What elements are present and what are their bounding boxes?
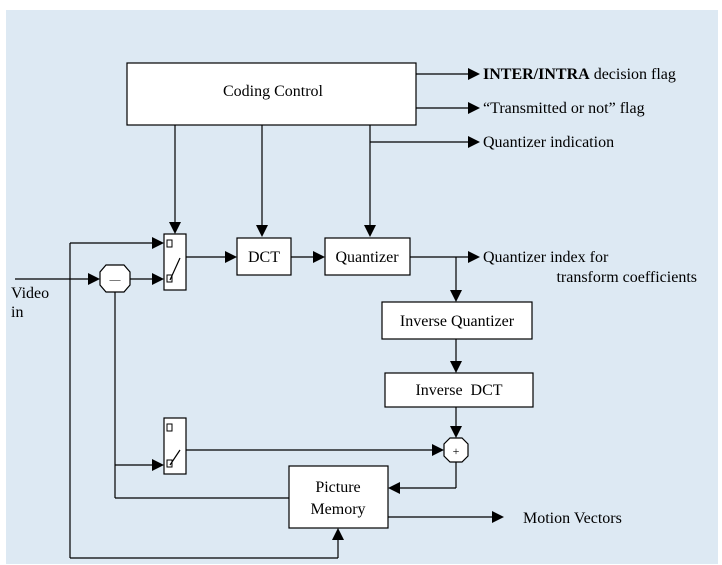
switch-to-dct-arrow bbox=[225, 251, 237, 263]
inter-switch-contact bbox=[166, 274, 173, 283]
quantizer-to-iq-arrow bbox=[450, 290, 462, 302]
subtractor-symbol: — bbox=[109, 274, 122, 286]
intra-switch-contact bbox=[166, 239, 173, 248]
inverse-quantizer-label: Inverse Quantizer bbox=[400, 313, 515, 330]
quantizer-indication-arrow bbox=[468, 136, 480, 148]
transmitted-flag-arrow bbox=[468, 102, 480, 114]
pred-switch-to-adder-arrow bbox=[432, 444, 444, 456]
coding-control-block bbox=[126, 62, 417, 126]
video-in-label-2: in bbox=[11, 304, 23, 321]
decision-flag-rest: decision flag bbox=[590, 66, 676, 83]
video-to-memory-arrow bbox=[332, 528, 344, 540]
coding-control-label: Coding Control bbox=[223, 83, 324, 100]
transmitted-flag-label: “Transmitted or not” flag bbox=[483, 100, 645, 117]
motion-vectors-label: Motion Vectors bbox=[523, 510, 622, 527]
inverse-dct-block bbox=[384, 372, 534, 408]
video-in-label-1: Video bbox=[11, 285, 49, 302]
decision-flag-arrow bbox=[468, 68, 480, 80]
adder-symbol: + bbox=[453, 444, 460, 458]
inverse-quantizer-block bbox=[381, 301, 533, 340]
switch-blade bbox=[169, 257, 181, 281]
quantizer-output-arrow bbox=[468, 251, 480, 263]
prediction-switch-top-contact bbox=[166, 423, 173, 432]
qindex-label-line2: transform coefficients bbox=[556, 269, 697, 286]
iq-to-idct-arrow bbox=[450, 361, 462, 373]
picture-memory-block bbox=[288, 465, 389, 529]
subtractor-node bbox=[99, 264, 131, 293]
picture-memory-label-1: Picture bbox=[315, 479, 360, 496]
control-to-quantizer-arrow bbox=[364, 225, 376, 237]
qindex-label-line1: Quantizer index for bbox=[483, 249, 609, 266]
dct-label: DCT bbox=[248, 249, 280, 266]
quantizer-indication-label: Quantizer indication bbox=[483, 134, 614, 151]
subtractor-to-switch-arrow bbox=[152, 273, 164, 285]
adder-to-memory-arrow bbox=[388, 482, 400, 494]
inverse-dct-label: Inverse DCT bbox=[415, 382, 502, 399]
control-to-dct-arrow bbox=[256, 225, 268, 237]
prediction-to-switch-arrow bbox=[152, 459, 164, 471]
control-to-intra-switch-arrow bbox=[169, 222, 181, 234]
adder-node bbox=[443, 437, 469, 463]
prediction-switch-bottom-contact bbox=[166, 459, 173, 468]
video-in-arrow bbox=[88, 273, 100, 285]
dct-block bbox=[236, 237, 292, 276]
decision-flag-bold: INTER/INTRA bbox=[483, 66, 590, 83]
idct-to-adder-arrow bbox=[450, 426, 462, 438]
video-to-intra-switch-arrow bbox=[152, 237, 164, 249]
prediction-switch-blade bbox=[169, 449, 181, 466]
picture-memory-label-2: Memory bbox=[310, 501, 365, 518]
dct-to-quantizer-arrow bbox=[313, 251, 325, 263]
motion-vectors-arrow bbox=[492, 511, 504, 523]
decision-flag-label: INTER/INTRA decision flag bbox=[483, 66, 676, 83]
quantizer-label: Quantizer bbox=[335, 249, 399, 266]
